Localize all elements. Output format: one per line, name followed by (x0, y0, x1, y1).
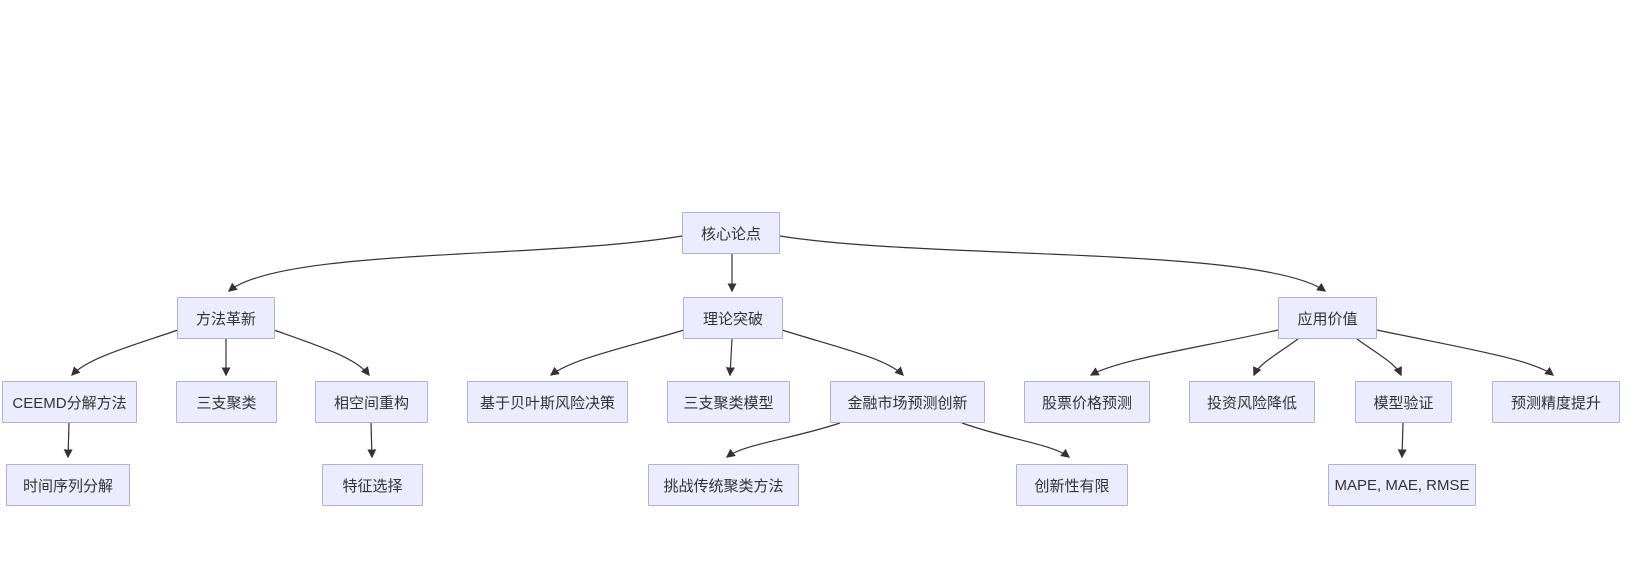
edge-theory-to-three-way-model (725, 338, 735, 377)
node-core-thesis: 核心论点 (682, 212, 780, 254)
node-bayesian-risk-decision: 基于贝叶斯风险决策 (467, 381, 628, 423)
node-limited-novelty: 创新性有限 (1016, 464, 1128, 506)
node-stock-price-prediction: 股票价格预测 (1024, 381, 1150, 423)
node-evaluation-metrics: MAPE, MAE, RMSE (1328, 464, 1476, 506)
edge-ceemd-to-decomposition (63, 422, 73, 459)
edge-application-to-stock (1089, 329, 1279, 376)
edge-core-to-method (227, 235, 683, 292)
node-model-validation: 模型验证 (1355, 381, 1452, 423)
node-application-value: 应用价值 (1278, 297, 1377, 339)
node-time-series-decomposition: 时间序列分解 (6, 464, 130, 506)
edge-application-to-precision (1376, 329, 1555, 376)
node-phase-space-reconstruction: 相空间重构 (315, 381, 428, 423)
edge-method-to-phase-space (273, 329, 370, 377)
edge-financial-to-novelty (961, 422, 1071, 458)
edge-phase-space-to-feature (367, 422, 377, 459)
node-theory-breakthrough: 理论突破 (683, 297, 783, 339)
node-forecast-accuracy-improvement: 预测精度提升 (1492, 381, 1620, 423)
node-three-way-clustering: 三支聚类 (176, 381, 277, 423)
edge-theory-to-financial (781, 329, 904, 376)
edge-validation-to-metrics (1397, 422, 1407, 459)
edge-core-to-application (779, 235, 1327, 292)
node-challenge-traditional-clustering: 挑战传统聚类方法 (648, 464, 799, 506)
edge-method-to-ceemd (71, 329, 179, 376)
edge-financial-to-challenge (725, 422, 841, 458)
node-three-way-clustering-model: 三支聚类模型 (667, 381, 790, 423)
node-investment-risk-reduction: 投资风险降低 (1189, 381, 1315, 423)
edge-theory-to-bayes (549, 329, 685, 376)
edge-application-to-risk (1253, 338, 1299, 377)
node-method-innovation: 方法革新 (177, 297, 275, 339)
edge-application-to-validation (1356, 338, 1402, 377)
node-feature-selection: 特征选择 (322, 464, 423, 506)
node-ceemd-decomposition: CEEMD分解方法 (2, 381, 137, 423)
node-financial-market-forecast-innovation: 金融市场预测创新 (830, 381, 985, 423)
